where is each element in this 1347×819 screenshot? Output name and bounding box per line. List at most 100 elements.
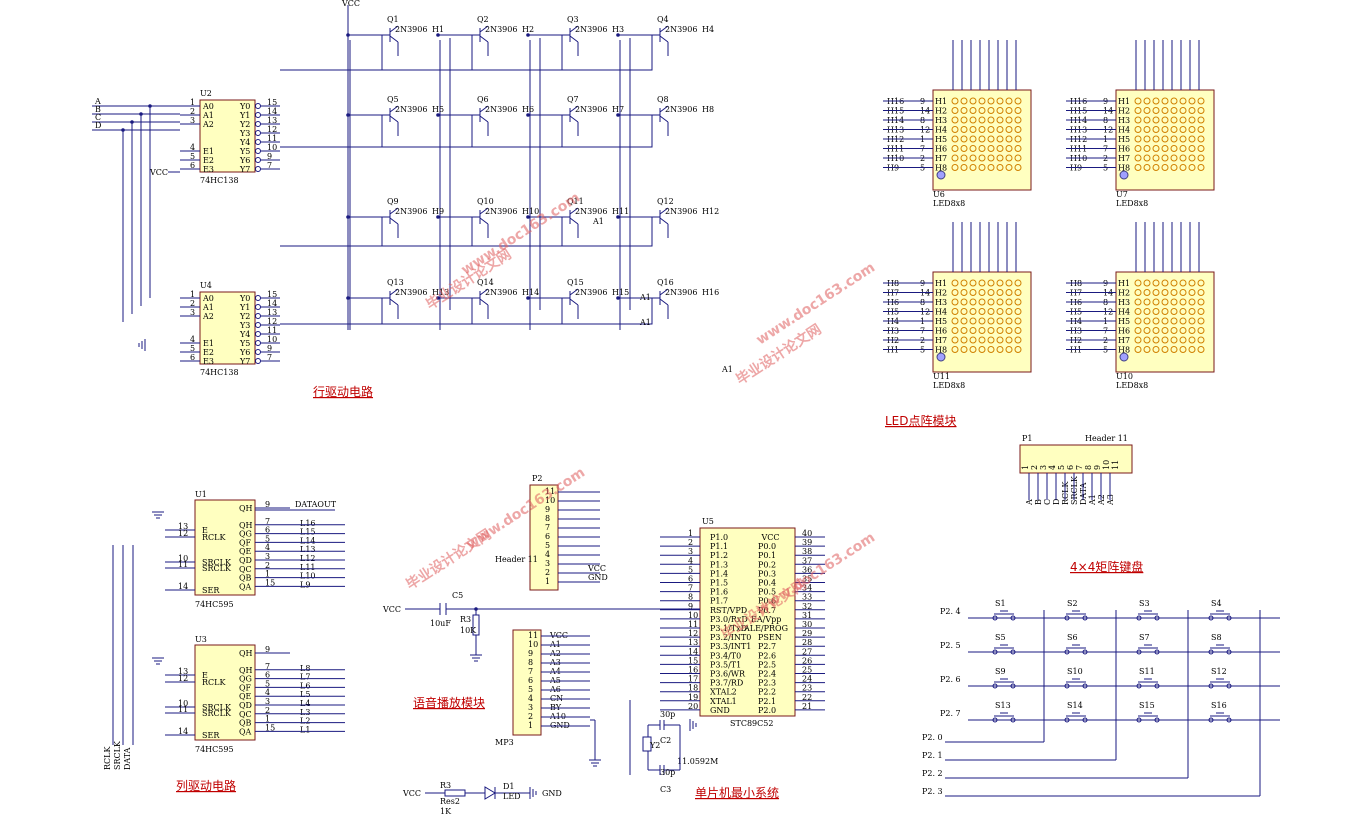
header-pin-net: C xyxy=(1043,499,1052,505)
shift-pin-number: 10 xyxy=(178,554,188,563)
base-drive-wire xyxy=(280,35,563,71)
shift-ref: U3 xyxy=(195,635,207,644)
header-pin-number: 9 xyxy=(1093,465,1102,470)
led-dot xyxy=(1014,289,1022,296)
transistor-model: 2N3906 xyxy=(665,288,697,297)
key-switch xyxy=(1134,712,1162,721)
led-dot xyxy=(996,289,1004,296)
led-d1-icon xyxy=(484,786,496,800)
bottom-net-label: DATA xyxy=(123,747,132,770)
junction-dot xyxy=(436,296,440,300)
transistor-model: 2N3906 xyxy=(485,288,517,297)
decoder-pin-label: Y3 xyxy=(239,321,250,330)
switch-ref: S8 xyxy=(1211,633,1222,642)
led-dot xyxy=(1134,164,1142,171)
base-drive-wire xyxy=(280,35,473,71)
led-dot xyxy=(1005,154,1013,162)
led-dot xyxy=(987,346,995,353)
junction-dot xyxy=(121,128,125,132)
led-row-pin: H1 xyxy=(1118,97,1130,106)
led-dot xyxy=(996,327,1004,334)
junction-dot xyxy=(474,607,478,611)
mcu-pin-number: 1 xyxy=(688,529,693,538)
mcu-pin-number: 2 xyxy=(688,538,693,547)
mcu-pin-number: 14 xyxy=(688,647,698,656)
led-dot xyxy=(978,154,986,162)
switch-ref: S11 xyxy=(1139,667,1155,676)
switch-ref: S4 xyxy=(1211,599,1222,608)
transistor-ref: Q13 xyxy=(387,278,404,287)
switch-contact xyxy=(1064,683,1070,689)
led-dot xyxy=(996,107,1004,114)
decoder-pin-label: Y2 xyxy=(239,312,250,321)
mcu-pin-number: 4 xyxy=(688,556,693,565)
led-dot xyxy=(1161,145,1169,152)
led-dot xyxy=(1143,97,1151,105)
mp3-pin-number: 10 xyxy=(528,640,538,649)
mcu-pin-label: GND xyxy=(710,706,730,715)
led-part: LED8x8 xyxy=(933,199,965,208)
column-net-label: L3 xyxy=(300,708,310,717)
switch-ref: S12 xyxy=(1211,667,1227,676)
led-dot xyxy=(1143,317,1151,325)
transistor-output: H6 xyxy=(522,105,534,114)
led-dot xyxy=(1179,279,1187,287)
decoder-pin-number: 9 xyxy=(267,152,272,161)
shift-pin-number: 6 xyxy=(265,671,270,680)
cap-ref: C5 xyxy=(452,591,463,600)
shift-pin-label: QC xyxy=(239,565,252,574)
mcu-pin-number: 22 xyxy=(802,693,812,702)
kbd-col-label: P2. 0 xyxy=(922,733,943,742)
inverter-bubble xyxy=(255,139,261,145)
led-row-pin: H1 xyxy=(935,279,947,288)
base-drive-wire xyxy=(280,115,563,148)
led-dot xyxy=(1188,317,1196,325)
transistor-ref: Q8 xyxy=(657,95,669,104)
led-dot xyxy=(1134,336,1142,344)
shift-pin-number: 2 xyxy=(265,561,270,570)
mcu-pin-label: P0.5 xyxy=(758,588,776,597)
led-dot xyxy=(1014,107,1022,114)
led-dot xyxy=(1197,327,1205,334)
transistor-output: H7 xyxy=(612,105,624,114)
led-dot xyxy=(1005,336,1013,344)
capacitor-c2 xyxy=(648,720,680,730)
switch-ref: S13 xyxy=(995,701,1011,710)
junction-dot xyxy=(526,113,530,117)
led-dot xyxy=(1197,135,1205,143)
header-pin-net: D xyxy=(1052,499,1061,505)
base-drive-wire xyxy=(280,298,383,325)
key-switch xyxy=(1062,610,1090,619)
junction-dot xyxy=(616,33,620,37)
led-dot xyxy=(1143,298,1151,306)
mcu-pin-label: P3.5/T1 xyxy=(710,660,741,669)
shift-pin-label: SRCLK xyxy=(202,703,232,712)
key-switch xyxy=(1134,610,1162,619)
inverter-bubble xyxy=(255,157,261,163)
header-pin-number: 10 xyxy=(1102,460,1111,470)
led-dot xyxy=(1179,164,1187,171)
led-dot xyxy=(978,116,986,124)
led-dot xyxy=(1152,126,1160,133)
base-drive-wire xyxy=(280,115,473,148)
mcu-pin-label: P0.2 xyxy=(758,560,776,569)
led-dot xyxy=(1197,308,1205,315)
junction-dot xyxy=(148,104,152,108)
mcu-pin-number: 19 xyxy=(688,693,698,702)
led-dot xyxy=(1161,317,1169,325)
led-dot xyxy=(1014,135,1022,143)
led-dot xyxy=(960,317,968,325)
led-dot xyxy=(960,327,968,334)
switch-contact xyxy=(1064,717,1070,723)
shift-pin-label: QG xyxy=(239,530,252,539)
inverter-bubble xyxy=(255,304,261,310)
led-dot xyxy=(969,346,977,353)
transistor-ref: Q14 xyxy=(477,278,494,287)
transistor-model: 2N3906 xyxy=(485,25,517,34)
base-drive-wire xyxy=(280,115,653,148)
mcu-pin-label: P1.6 xyxy=(710,588,728,597)
led-row-pin: H8 xyxy=(1118,164,1130,173)
switch-contact xyxy=(1136,683,1142,689)
junction-dot xyxy=(436,215,440,219)
